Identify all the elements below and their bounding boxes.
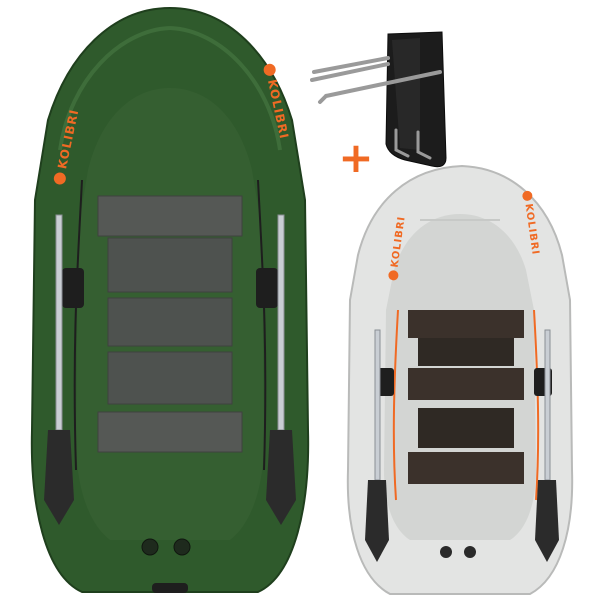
plus-sign: + [338, 133, 373, 182]
green-boat-floorboard [107, 351, 233, 405]
green-boat-seat [97, 195, 243, 237]
oar [44, 214, 74, 525]
green-boat-floorboard [107, 297, 233, 347]
grey-boat-floorboard [418, 336, 514, 366]
grey-boat-floorboard [418, 408, 514, 448]
transom-frame [310, 56, 442, 104]
oarlock [256, 268, 278, 308]
grey-boat-seat [408, 368, 524, 400]
tow-handle [152, 583, 188, 593]
oar [365, 329, 389, 562]
oar [535, 329, 559, 562]
green-boat-seat [97, 411, 243, 453]
grey-boat-seat [408, 452, 524, 484]
grey-boat-seat [408, 310, 524, 338]
oar [266, 214, 296, 525]
grey-inflatable-boat: KOLIBRI KOLIBRI [346, 164, 574, 595]
green-inflatable-boat: KOLIBRI KOLIBRI [30, 6, 310, 593]
transom-attachment [310, 31, 447, 168]
green-boat-floorboard [107, 237, 233, 293]
oarlock [62, 268, 84, 308]
